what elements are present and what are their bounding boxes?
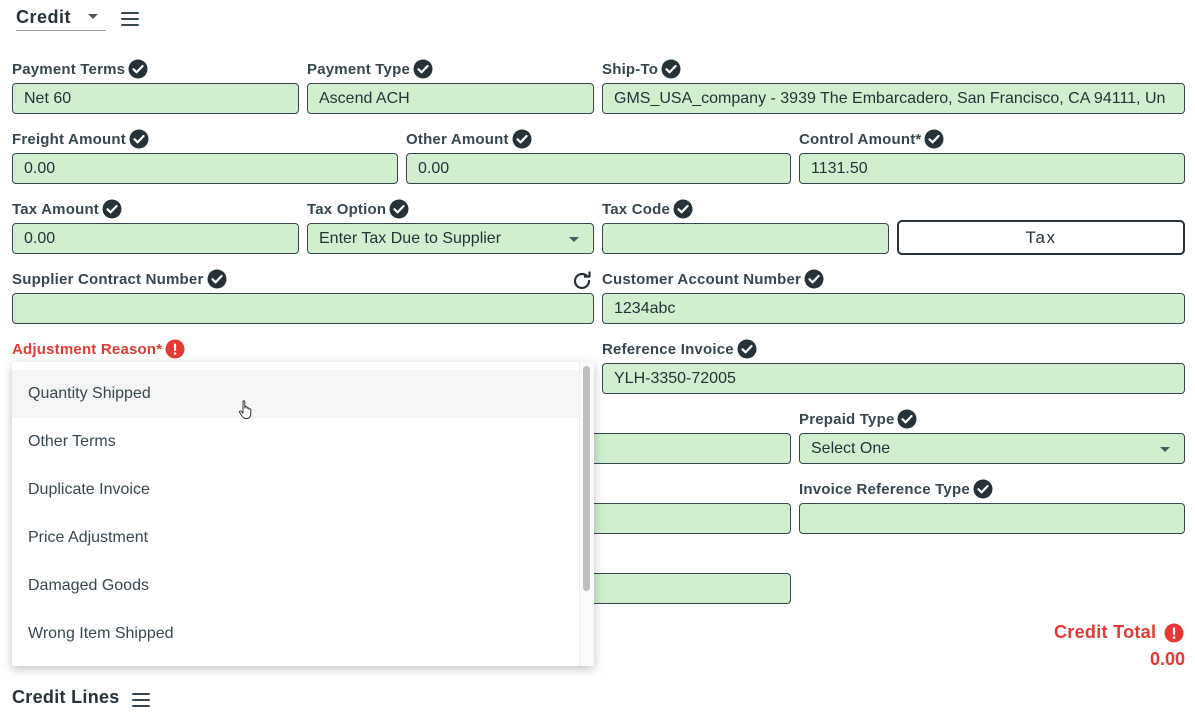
freight-amount-field[interactable]: 0.00 [12, 153, 398, 184]
error-circle-icon [1164, 623, 1184, 643]
chevron-down-icon [569, 237, 579, 242]
invoice-reference-type-label-text: Invoice Reference Type [799, 480, 970, 498]
option-wrong-item-shipped[interactable]: Wrong Item Shipped [28, 625, 174, 642]
reference-invoice-label-text: Reference Invoice [602, 340, 734, 358]
customer-account-number-label: Customer Account Number [602, 269, 824, 289]
invoice-reference-type-field[interactable] [799, 503, 1185, 534]
freight-amount-label: Freight Amount [12, 129, 149, 149]
control-amount-field[interactable]: 1131.50 [799, 153, 1185, 184]
option-duplicate-invoice[interactable]: Duplicate Invoice [28, 481, 150, 498]
other-amount-value: 0.00 [418, 159, 450, 177]
payment-terms-label: Payment Terms [12, 59, 148, 79]
other-amount-field[interactable]: 0.00 [406, 153, 791, 184]
check-circle-icon [207, 269, 227, 289]
tax-amount-field[interactable]: 0.00 [12, 223, 299, 254]
tax-button-label: Tax [1025, 227, 1057, 247]
tax-option-select[interactable]: Enter Tax Due to Supplier [307, 223, 594, 254]
prepaid-type-value: Select One [811, 439, 891, 457]
control-amount-label: Control Amount* [799, 129, 944, 149]
option-price-adjustment[interactable]: Price Adjustment [28, 529, 149, 546]
ship-to-label-text: Ship-To [602, 60, 659, 78]
document-type-select[interactable]: Credit [16, 4, 106, 31]
supplier-contract-number-label: Supplier Contract Number [12, 269, 227, 289]
check-circle-icon [102, 199, 122, 219]
reference-invoice-value: YLH-3350-72005 [614, 369, 736, 387]
option-damaged-goods[interactable]: Damaged Goods [28, 577, 149, 594]
scrollbar-thumb[interactable] [583, 366, 590, 591]
adjustment-reason-label: Adjustment Reason* [12, 339, 185, 359]
check-circle-icon [897, 409, 917, 429]
payment-type-field[interactable]: Ascend ACH [307, 83, 594, 114]
tax-option-label-text: Tax Option [307, 200, 387, 218]
payment-terms-field[interactable]: Net 60 [12, 83, 299, 114]
error-circle-icon [165, 339, 185, 359]
supplier-contract-number-field[interactable] [12, 293, 594, 324]
chevron-down-icon [88, 14, 98, 19]
tax-amount-label: Tax Amount [12, 199, 122, 219]
prepaid-type-label-text: Prepaid Type [799, 410, 895, 428]
check-circle-icon [804, 269, 824, 289]
tax-option-value: Enter Tax Due to Supplier [319, 229, 502, 247]
check-circle-icon [389, 199, 409, 219]
option-other-terms[interactable]: Other Terms [28, 433, 116, 450]
hamburger-menu-icon[interactable] [131, 692, 150, 707]
tax-code-field[interactable] [602, 223, 889, 254]
tax-option-label: Tax Option [307, 199, 409, 219]
hamburger-menu-icon[interactable] [121, 12, 139, 26]
credit-lines-title: Credit Lines [12, 687, 120, 707]
payment-type-value: Ascend ACH [319, 89, 410, 107]
payment-type-label-text: Payment Type [307, 60, 410, 78]
tax-amount-label-text: Tax Amount [12, 200, 99, 218]
tax-button[interactable]: Tax [897, 220, 1185, 255]
adjustment-reason-label-text: Adjustment Reason* [12, 340, 163, 358]
freight-amount-label-text: Freight Amount [12, 130, 126, 148]
reference-invoice-field[interactable]: YLH-3350-72005 [602, 363, 1185, 394]
other-amount-label-text: Other Amount [406, 130, 509, 148]
check-circle-icon [128, 59, 148, 79]
customer-account-number-value: 1234abc [614, 299, 676, 317]
prepaid-type-select[interactable]: Select One [799, 433, 1185, 464]
reference-invoice-label: Reference Invoice [602, 339, 757, 359]
ship-to-value: GMS_USA_company - 3939 The Embarcadero, … [614, 89, 1166, 107]
option-quantity-shipped[interactable]: Quantity Shipped [12, 370, 580, 418]
payment-terms-value: Net 60 [24, 89, 72, 107]
check-circle-icon [924, 129, 944, 149]
credit-total-value: 0.00 [1149, 649, 1185, 669]
check-circle-icon [737, 339, 757, 359]
invoice-reference-type-label: Invoice Reference Type [799, 479, 993, 499]
control-amount-value: 1131.50 [811, 159, 868, 177]
check-circle-icon [129, 129, 149, 149]
document-type-value: Credit [16, 7, 72, 27]
control-amount-label-text: Control Amount* [799, 130, 922, 148]
tax-code-label-text: Tax Code [602, 200, 671, 218]
hand-pointer-icon [238, 400, 252, 419]
check-circle-icon [973, 479, 993, 499]
ship-to-field[interactable]: GMS_USA_company - 3939 The Embarcadero, … [602, 83, 1185, 114]
credit-lines-heading: Credit Lines [12, 687, 150, 708]
credit-total-label: Credit Total [1054, 622, 1184, 643]
chevron-down-icon [1160, 447, 1170, 452]
dropdown-scrollbar[interactable] [579, 362, 594, 666]
other-amount-label: Other Amount [406, 129, 532, 149]
check-circle-icon [512, 129, 532, 149]
supplier-contract-number-label-text: Supplier Contract Number [12, 270, 204, 288]
ship-to-label: Ship-To [602, 59, 681, 79]
payment-terms-label-text: Payment Terms [12, 60, 126, 78]
refresh-icon[interactable] [570, 269, 594, 293]
prepaid-type-label: Prepaid Type [799, 409, 917, 429]
credit-total-label-text: Credit Total [1054, 622, 1157, 642]
adjustment-reason-dropdown[interactable]: Quantity Shipped Other Terms Duplicate I… [12, 362, 594, 666]
check-circle-icon [673, 199, 693, 219]
freight-amount-value: 0.00 [24, 159, 56, 177]
customer-account-number-field[interactable]: 1234abc [602, 293, 1185, 324]
check-circle-icon [413, 59, 433, 79]
customer-account-number-label-text: Customer Account Number [602, 270, 802, 288]
tax-amount-value: 0.00 [24, 229, 56, 247]
check-circle-icon [661, 59, 681, 79]
tax-code-label: Tax Code [602, 199, 693, 219]
payment-type-label: Payment Type [307, 59, 433, 79]
